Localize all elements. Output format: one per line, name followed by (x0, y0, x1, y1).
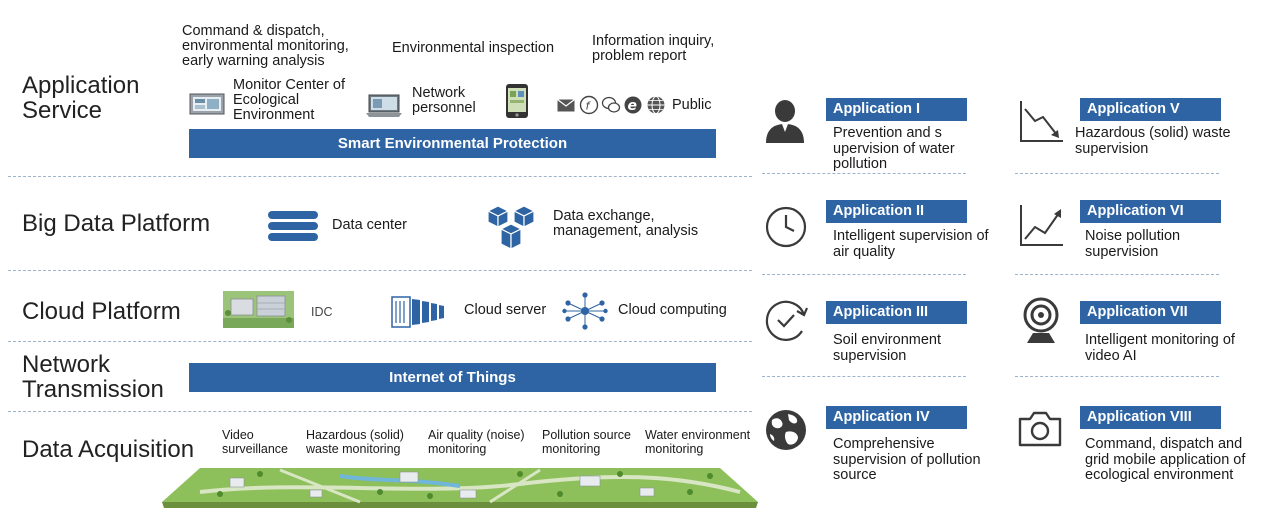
check-clock-icon (764, 297, 810, 343)
landscape-illustration (160, 462, 760, 510)
clock-icon (764, 205, 808, 249)
app-tag-5: Application V (1080, 98, 1221, 121)
app-separator (762, 274, 966, 275)
app-desc-1: Prevention and s upervision of water pol… (833, 125, 955, 172)
data-center-label: Data center (332, 217, 407, 233)
layer-separator (8, 176, 752, 177)
cloud-computing-label: Cloud computing (618, 302, 727, 318)
app-separator (762, 173, 966, 174)
wechat-icon (601, 95, 621, 115)
layer-separator (8, 411, 752, 412)
app-separator (1015, 376, 1219, 377)
app-separator (1015, 173, 1219, 174)
app-tag-7: Application VII (1080, 301, 1221, 324)
layer-separator (8, 270, 752, 271)
svg-text:e: e (628, 98, 638, 114)
acquisition-item: Air quality (noise) monitoring (428, 428, 525, 456)
weibo-icon: f (579, 95, 599, 115)
network-nodes-icon (562, 291, 608, 331)
trend-up-icon (1019, 203, 1065, 247)
app-desc-3: Soil environment supervision (833, 332, 941, 364)
svg-text:f: f (586, 100, 592, 113)
acquisition-item: Pollution source monitoring (542, 428, 631, 456)
phone-icon (505, 83, 529, 119)
app-separator (762, 376, 966, 377)
caption-inquiry: Information inquiry, problem report (592, 33, 715, 64)
app-desc-8: Command, dispatch and grid mobile applic… (1085, 436, 1246, 483)
cubes-icon (486, 205, 538, 251)
server-rack-icon (390, 296, 450, 328)
app-tag-4: Application IV (826, 406, 967, 429)
data-exchange-label: Data exchange, management, analysis (553, 208, 699, 239)
app-tag-2: Application II (826, 200, 967, 223)
webcam-icon (1021, 297, 1061, 345)
user-monitor-center: Monitor Center of Ecological Environment (233, 77, 346, 123)
laptop-icon (366, 94, 402, 118)
idc-label: IDC (311, 305, 333, 319)
user-network-personnel: Network personnel (412, 85, 476, 116)
caption-command: Command & dispatch, environmental monito… (182, 23, 349, 69)
app-desc-2: Intelligent supervision of air quality (833, 228, 989, 260)
smart-environmental-protection-bar: Smart Environmental Protection (189, 129, 716, 158)
layer-title-big-data: Big Data Platform (22, 210, 211, 237)
mail-icon (557, 99, 575, 112)
layer-title-network: Network Transmission (22, 351, 164, 403)
acquisition-item: Water environment monitoring (645, 428, 751, 456)
app-tag-1: Application I (826, 98, 967, 121)
caption-inspection: Environmental inspection (392, 40, 555, 56)
app-tag-3: Application III (826, 301, 967, 324)
layer-title-acquisition: Data Acquisition (22, 436, 195, 463)
app-desc-4: Comprehensive supervision of pollution s… (833, 436, 981, 483)
globe-icon (764, 408, 808, 452)
person-icon (764, 99, 806, 143)
camera-icon (1017, 410, 1063, 448)
layer-title-cloud: Cloud Platform (22, 298, 181, 325)
acquisition-item: Video surveillance (222, 428, 289, 456)
internet-of-things-bar: Internet of Things (189, 363, 716, 392)
app-desc-7: Intelligent monitoring of video AI (1085, 332, 1235, 364)
layer-title-application: Application Service (22, 72, 140, 124)
globe-web-icon (646, 95, 666, 115)
monitor-screen-icon (189, 93, 225, 117)
database-icon (266, 210, 320, 244)
app-desc-5: Hazardous (solid) waste supervision (1075, 125, 1231, 157)
trend-down-icon (1019, 99, 1065, 143)
acquisition-item: Hazardous (solid) waste monitoring (306, 428, 404, 456)
app-desc-6: Noise pollution supervision (1085, 228, 1181, 260)
layer-separator (8, 341, 752, 342)
idc-building-image (223, 291, 294, 328)
browser-e-icon: e (623, 95, 643, 115)
user-public: Public (672, 97, 712, 113)
cloud-server-label: Cloud server (464, 302, 547, 318)
app-separator (1015, 274, 1219, 275)
app-tag-6: Application VI (1080, 200, 1221, 223)
app-tag-8: Application VIII (1080, 406, 1221, 429)
